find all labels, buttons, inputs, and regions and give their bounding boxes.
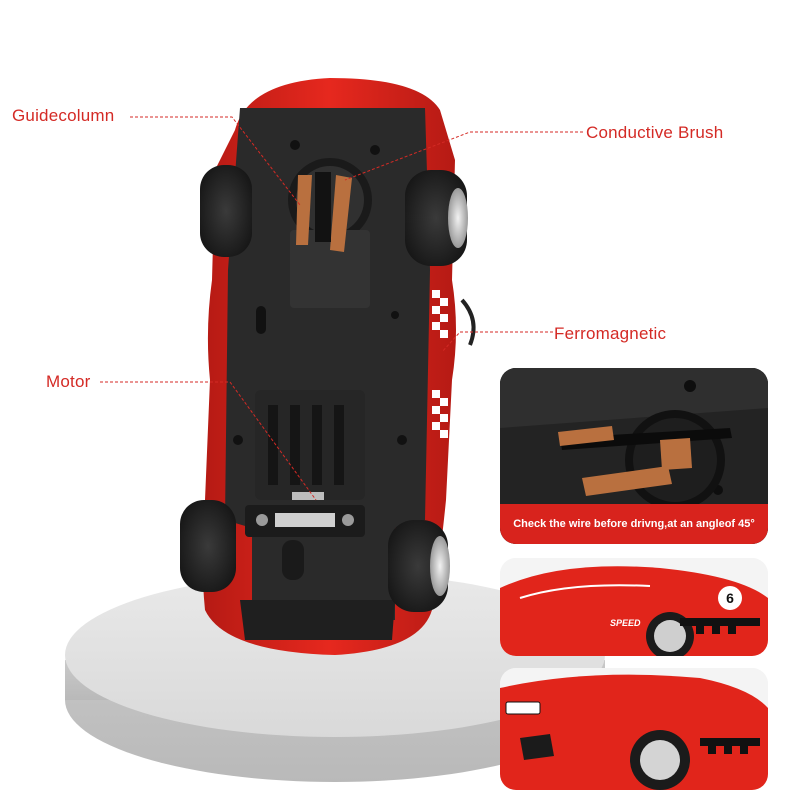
car-front-image: 6 SPEED: [500, 558, 768, 656]
rear-right-wheel: [388, 520, 450, 612]
decal-number: 6: [726, 590, 734, 606]
rear-left-wheel: [180, 500, 236, 592]
front-right-wheel: [405, 170, 468, 266]
brush-detail-panel: Check the wire before drivng,at an angle…: [500, 368, 768, 544]
brush-detail-caption: Check the wire before drivng,at an angle…: [500, 504, 768, 544]
label-conductive-brush: Conductive Brush: [586, 123, 724, 142]
front-left-wheel: [200, 165, 252, 257]
ferromagnetic-part: [460, 298, 476, 346]
car-rear-image: [500, 668, 768, 790]
conductive-brush: [296, 172, 352, 252]
label-motor: Motor: [46, 372, 91, 391]
label-ferromagnetic: Ferromagnetic: [554, 324, 667, 343]
decal-speed: SPEED: [610, 618, 641, 628]
car-rear-panel: [500, 668, 768, 790]
car-front-panel: 6 SPEED: [500, 558, 768, 656]
checker-decal: [432, 290, 448, 438]
label-guidecolumn: Guidecolumn: [12, 106, 115, 125]
leader-lines: [100, 116, 583, 501]
